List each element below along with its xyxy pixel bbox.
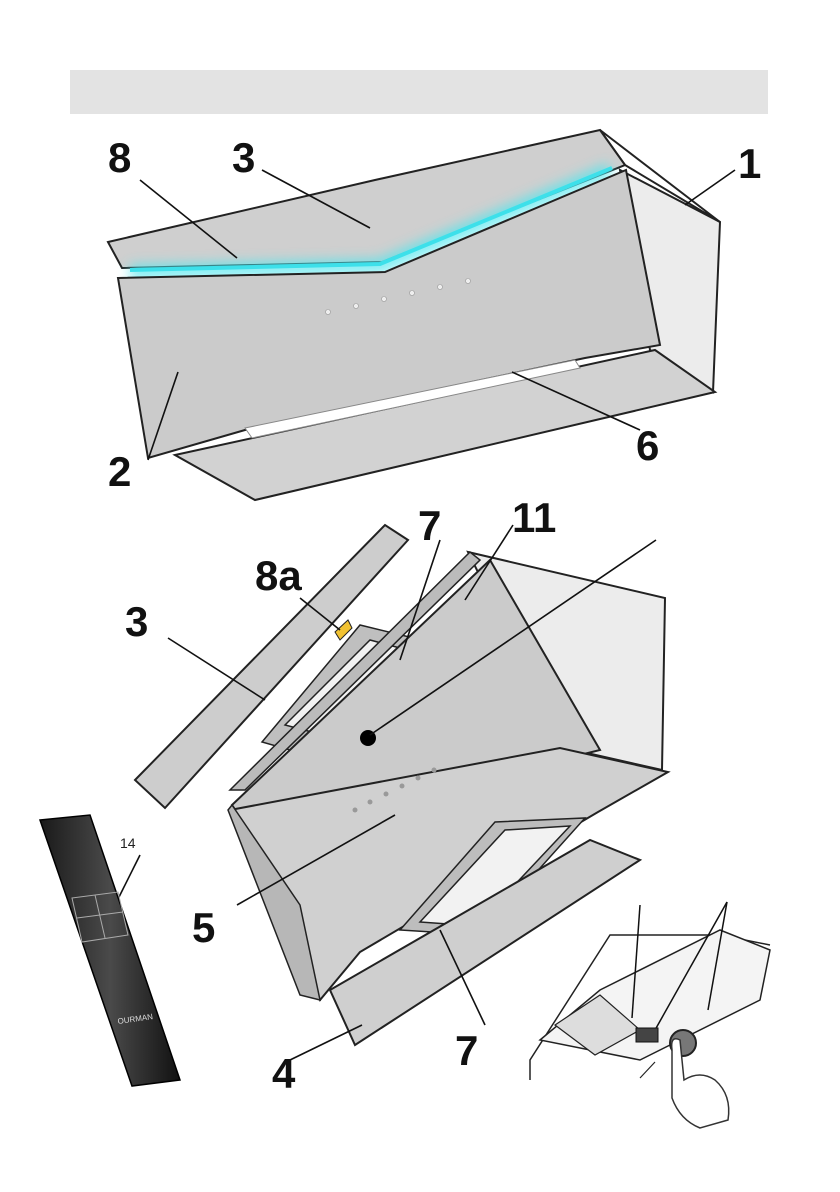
callout-7-bottom: 7	[455, 1027, 478, 1074]
open-hood	[135, 525, 668, 1045]
hand-icon	[672, 1039, 729, 1128]
callout-3-mid: 3	[125, 598, 148, 645]
remote-control: OURMAN	[40, 815, 180, 1086]
callout-5: 5	[192, 904, 215, 951]
callout-14: 14	[120, 835, 136, 851]
callout-4: 4	[272, 1050, 296, 1097]
callout-7-top: 7	[418, 502, 441, 549]
callout-8a: 8a	[255, 552, 302, 599]
top-hood	[108, 130, 720, 500]
callout-8: 8	[108, 134, 131, 181]
leader-4	[290, 1025, 362, 1060]
callout-11: 11	[512, 494, 556, 541]
callout-2: 2	[108, 448, 131, 495]
leader-1	[685, 170, 735, 205]
callout-1: 1	[738, 140, 761, 187]
detail-inset	[530, 902, 770, 1128]
callout-6: 6	[636, 422, 659, 469]
callout-3-top: 3	[232, 134, 255, 181]
